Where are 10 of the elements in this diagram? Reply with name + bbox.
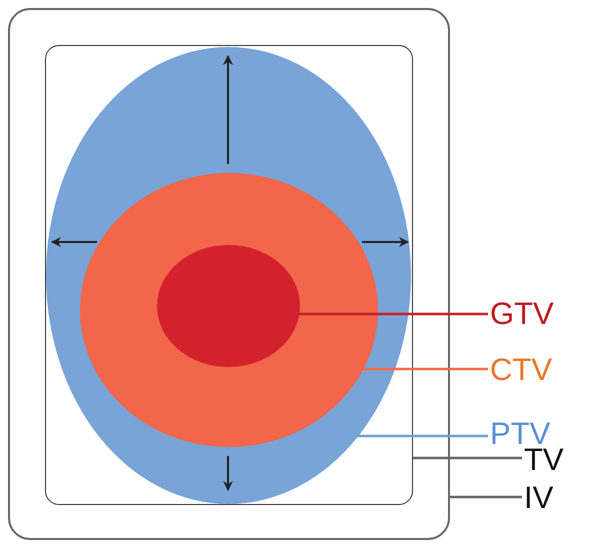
outer-frame (8, 8, 450, 540)
leader-line (358, 434, 488, 438)
label-text: IV (524, 481, 554, 515)
leader-line (298, 312, 488, 316)
leader-line (362, 368, 488, 370)
label-text: TV (524, 443, 564, 477)
label-text: CTV (490, 353, 552, 387)
leader-line (450, 496, 522, 498)
label-text: GTV (490, 297, 554, 331)
leader-line (413, 456, 522, 460)
